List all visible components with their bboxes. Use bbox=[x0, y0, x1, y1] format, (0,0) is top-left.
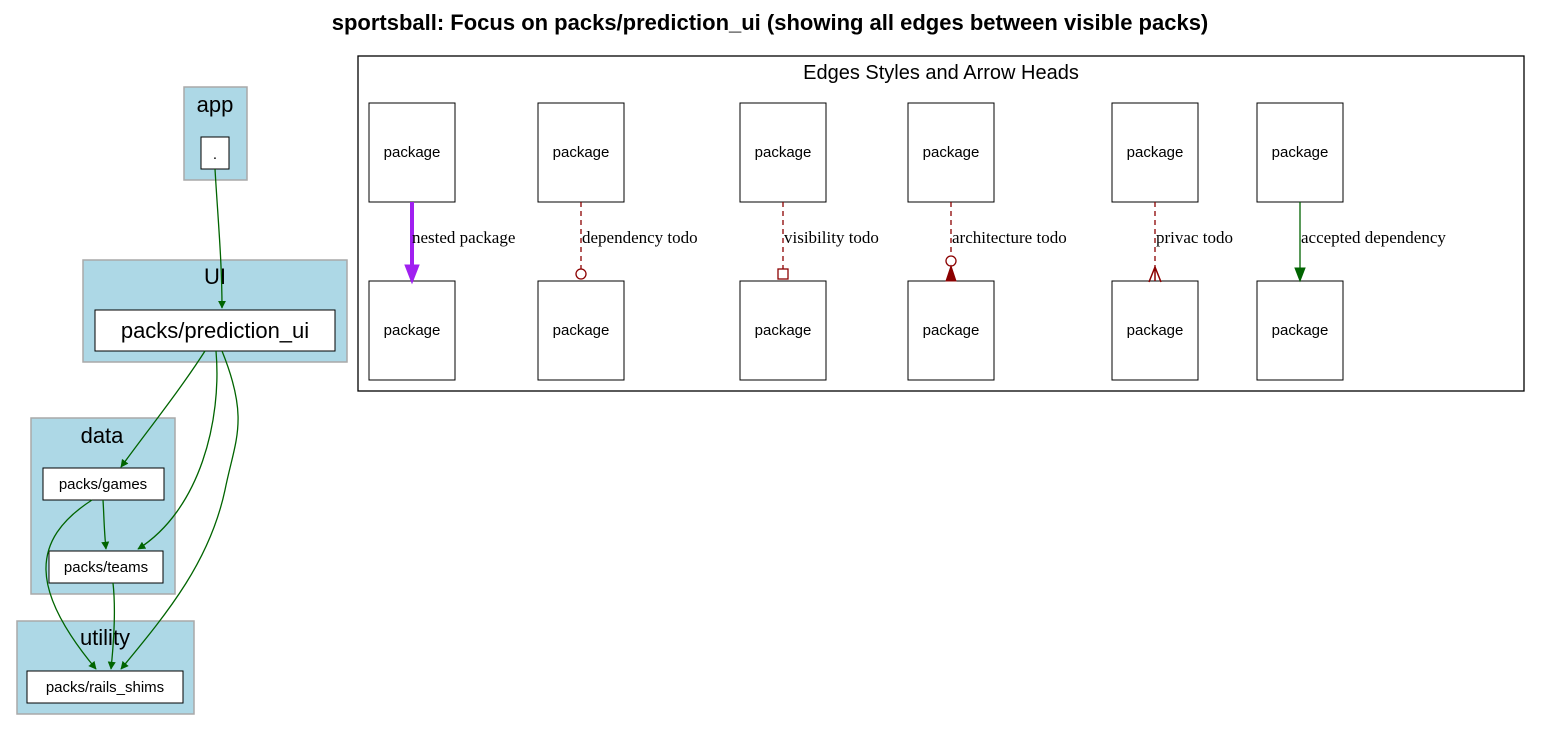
legend-node-bottom-6 bbox=[1256, 280, 1344, 381]
edge-games-to-teams bbox=[101, 499, 110, 550]
cluster-utility-label: utility bbox=[80, 625, 130, 650]
legend-node-bottom-3-label: package bbox=[755, 322, 812, 339]
legend-node-bottom-4 bbox=[907, 280, 995, 381]
legend-node-top-3-label: package bbox=[755, 144, 812, 161]
legend-arrowhead-normal-green bbox=[1294, 267, 1306, 283]
legend-node-top-3 bbox=[739, 102, 827, 203]
legend-node-top-1-label: package bbox=[384, 144, 441, 161]
legend-node-top-6-label: package bbox=[1272, 144, 1329, 161]
cluster-utility: utility packs/rails_shims bbox=[16, 620, 195, 715]
legend-node-top-2-label: package bbox=[553, 144, 610, 161]
legend-label-visibility-todo: visibility todo bbox=[784, 228, 879, 247]
cluster-ui-label: UI bbox=[204, 264, 226, 289]
edge-prediction-ui-to-rails-shims bbox=[120, 350, 239, 670]
main-edges bbox=[45, 168, 239, 670]
legend-arrowhead-normal-purple bbox=[404, 264, 420, 285]
edge-prediction-ui-to-teams bbox=[137, 350, 218, 550]
legend-arrowhead-odot bbox=[575, 268, 587, 280]
legend-node-top-6 bbox=[1256, 102, 1344, 203]
legend-label-dependency-todo: dependency todo bbox=[582, 228, 698, 247]
node-teams-label: packs/teams bbox=[64, 559, 148, 576]
legend-node-top-4-label: package bbox=[923, 144, 980, 161]
legend-arrowhead-obox bbox=[777, 268, 789, 280]
node-teams[interactable] bbox=[48, 550, 164, 584]
legend-node-top-4 bbox=[907, 102, 995, 203]
legend-label-privacy-todo: privac todo bbox=[1156, 228, 1233, 247]
legend-arrowhead-crow bbox=[1148, 264, 1162, 283]
node-prediction-ui[interactable] bbox=[94, 309, 336, 352]
legend-title: Edges Styles and Arrow Heads bbox=[803, 62, 1079, 84]
legend-node-bottom-3 bbox=[739, 280, 827, 381]
legend-node-bottom-1-label: package bbox=[384, 322, 441, 339]
node-rails-shims[interactable] bbox=[26, 670, 184, 704]
legend-node-top-1 bbox=[368, 102, 456, 203]
legend-node-bottom-2 bbox=[537, 280, 625, 381]
edge-games-to-rails-shims bbox=[45, 499, 97, 670]
edge-root-to-prediction-ui bbox=[214, 168, 226, 309]
node-prediction-ui-label: packs/prediction_ui bbox=[121, 318, 309, 343]
node-rails-shims-label: packs/rails_shims bbox=[46, 679, 164, 696]
legend-node-top-5 bbox=[1111, 102, 1199, 203]
cluster-app-label: app bbox=[197, 92, 234, 117]
legend-node-top-5-label: package bbox=[1127, 144, 1184, 161]
legend: Edges Styles and Arrow Heads package pac… bbox=[357, 55, 1525, 392]
edge-teams-to-rails-shims bbox=[107, 582, 116, 670]
legend-node-bottom-4-label: package bbox=[923, 322, 980, 339]
legend-arrowhead-invodot-triangle bbox=[945, 264, 957, 282]
legend-node-bottom-2-label: package bbox=[553, 322, 610, 339]
legend-node-bottom-5 bbox=[1111, 280, 1199, 381]
legend-node-bottom-1 bbox=[368, 280, 456, 381]
edge-prediction-ui-to-games bbox=[120, 350, 206, 468]
legend-node-bottom-6-label: package bbox=[1272, 322, 1329, 339]
cluster-ui: UI packs/prediction_ui bbox=[82, 259, 348, 363]
diagram-title: sportsball: Focus on packs/prediction_ui… bbox=[332, 10, 1209, 35]
cluster-app: app . bbox=[183, 86, 248, 181]
node-games-label: packs/games bbox=[59, 476, 147, 493]
node-root-label: . bbox=[213, 146, 217, 163]
legend-label-nested: nested package bbox=[412, 228, 515, 247]
legend-node-bottom-5-label: package bbox=[1127, 322, 1184, 339]
legend-label-architecture-todo: architecture todo bbox=[952, 228, 1067, 247]
cluster-data-label: data bbox=[81, 423, 125, 448]
legend-node-top-2 bbox=[537, 102, 625, 203]
legend-label-accepted-dependency: accepted dependency bbox=[1301, 228, 1446, 247]
